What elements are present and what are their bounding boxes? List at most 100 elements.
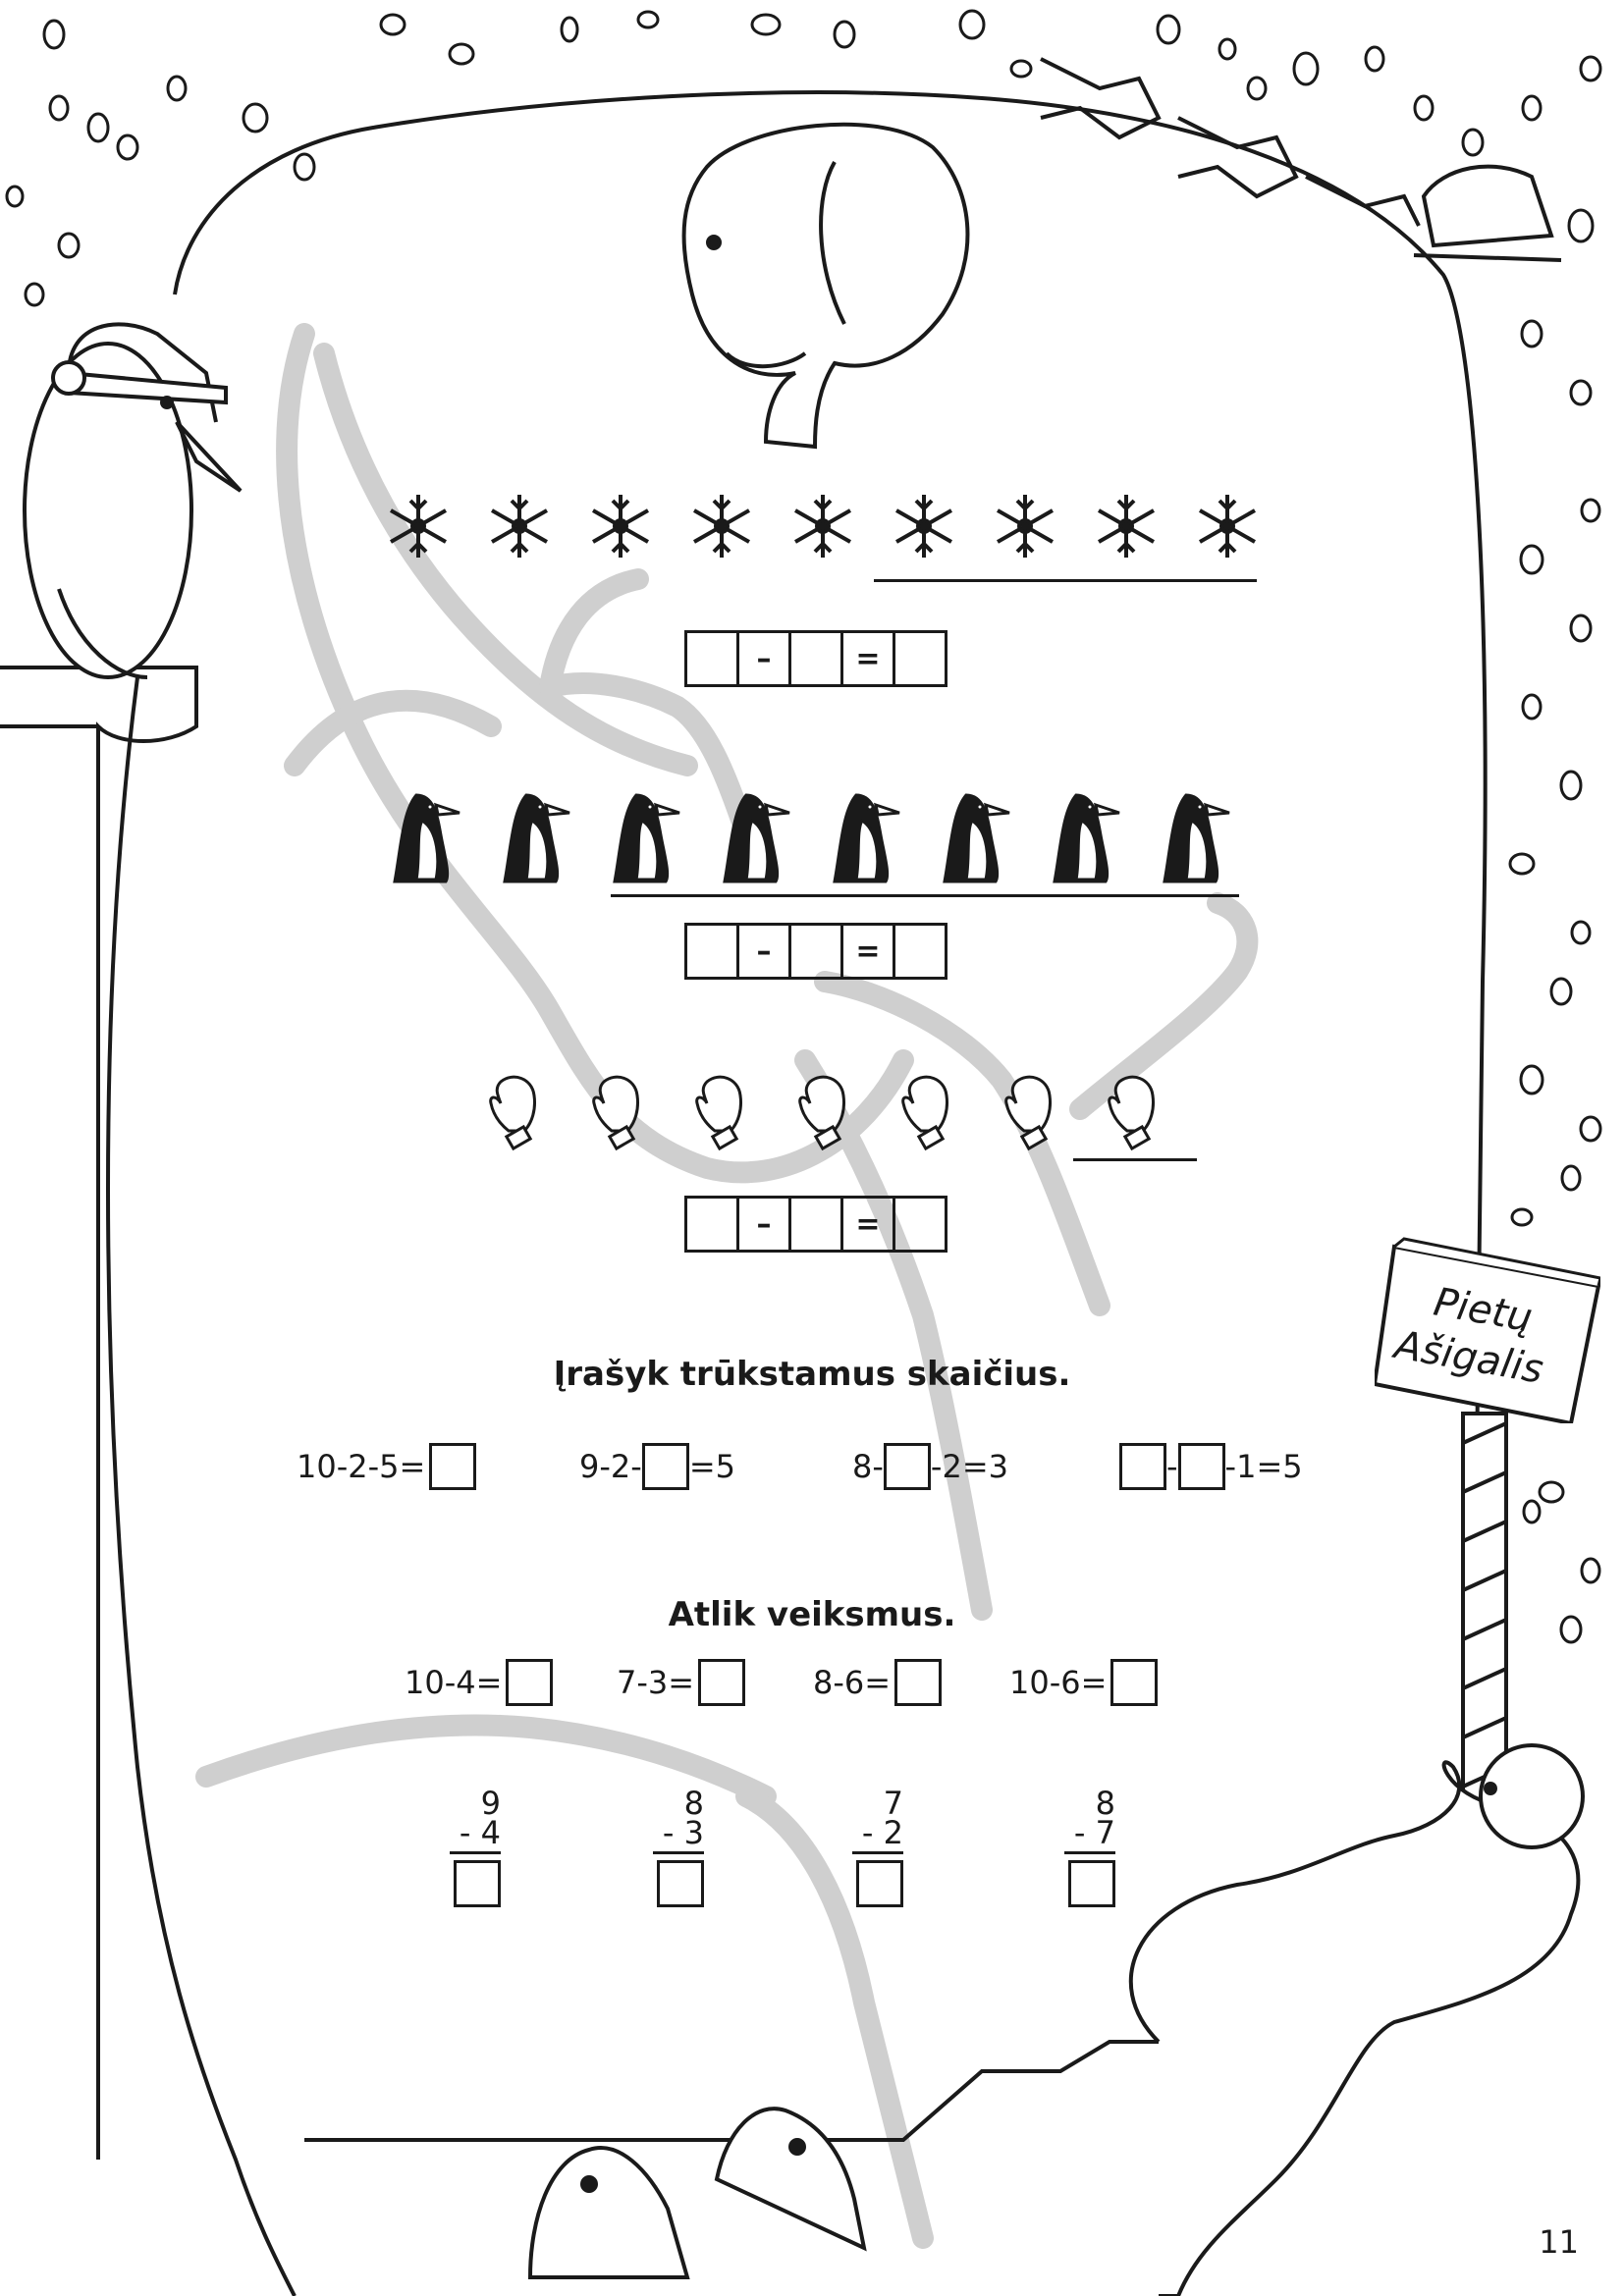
penguin-icon	[613, 793, 680, 883]
grouping-line-penguins	[611, 894, 1239, 897]
penguin-icon	[393, 793, 460, 883]
grouping-line-snowflakes	[874, 579, 1257, 582]
expression-text: 8-	[852, 1448, 884, 1485]
snowflake-row	[381, 489, 1265, 563]
penguin-icon	[1053, 793, 1120, 883]
minuend: 8	[683, 1785, 704, 1822]
sign-pole	[1461, 1412, 1508, 1808]
missing-expression-2: 9-2- =5	[579, 1443, 735, 1490]
answer-box[interactable]	[698, 1659, 746, 1706]
mitten-icon	[798, 1075, 845, 1150]
result-line	[1064, 1851, 1115, 1854]
answer-box[interactable]	[883, 1443, 931, 1490]
operations-title: Atlik veiksmus.	[668, 1595, 956, 1634]
blank-box[interactable]	[791, 633, 843, 684]
elephant-head	[681, 122, 970, 450]
snowflake-icon	[592, 495, 649, 558]
penguin-icon	[503, 793, 570, 883]
equals-sign: =	[843, 926, 895, 977]
answer-box[interactable]	[506, 1659, 554, 1706]
subtrahend: - 2	[861, 1814, 903, 1851]
blank-box[interactable]	[895, 633, 945, 684]
expression-text: -	[1166, 1448, 1178, 1485]
column-subtraction-4: 8 - 7	[1056, 1788, 1115, 1911]
column-subtraction-2: 8 - 3	[645, 1785, 704, 1911]
answer-box[interactable]	[1110, 1659, 1159, 1706]
result-line	[852, 1851, 903, 1854]
sign-board	[1375, 1237, 1600, 1423]
penguin-icon	[943, 793, 1010, 883]
operation-expression-2: 7-3=	[617, 1659, 746, 1706]
page-number: 11	[1539, 2223, 1579, 2261]
mitten-icon	[695, 1075, 742, 1150]
expression-text: 9-2-	[579, 1448, 642, 1485]
minus-sign: –	[739, 1199, 791, 1250]
equals-sign: =	[843, 1199, 895, 1250]
missing-expression-4: - -1=5	[1119, 1443, 1303, 1490]
seal-with-necklace	[1128, 1743, 1585, 2296]
answer-box[interactable]	[856, 1860, 903, 1907]
expression-text: 10-4=	[405, 1664, 503, 1701]
equals-sign: =	[843, 633, 895, 684]
penguin-with-hat	[0, 322, 243, 2160]
penguin-icon	[1163, 793, 1230, 883]
expression-text: 10-2-5=	[297, 1448, 426, 1485]
result-line	[653, 1851, 704, 1854]
subtrahend: - 7	[1073, 1814, 1115, 1851]
answer-box[interactable]	[641, 1443, 689, 1490]
snowflake-icon	[390, 495, 447, 558]
mitten-icon	[1004, 1075, 1052, 1150]
column-subtraction-3: 7 - 2	[844, 1788, 903, 1911]
minus-sign: –	[739, 633, 791, 684]
blank-box[interactable]	[895, 1199, 945, 1250]
equation-boxes-2: – =	[684, 923, 947, 980]
operation-expression-3: 8-6=	[813, 1659, 943, 1706]
operation-expression-4: 10-6=	[1009, 1659, 1159, 1706]
expression-text: -1=5	[1224, 1448, 1303, 1485]
santa-sleigh	[1040, 57, 1562, 262]
blank-box[interactable]	[687, 926, 739, 977]
blank-box[interactable]	[791, 926, 843, 977]
result-line	[450, 1851, 501, 1854]
equation-boxes-3: – =	[684, 1196, 947, 1253]
expression-text: -2=3	[930, 1448, 1008, 1485]
answer-box[interactable]	[1119, 1443, 1166, 1490]
snowflake-icon	[1199, 495, 1256, 558]
south-pole-sign: Pietų Ašigalis	[1375, 1237, 1600, 1423]
mitten-icon	[489, 1075, 536, 1150]
blank-box[interactable]	[895, 926, 945, 977]
answer-box[interactable]	[1177, 1443, 1225, 1490]
mitten-icon	[592, 1075, 639, 1150]
answer-box[interactable]	[454, 1860, 501, 1907]
minus-sign: –	[739, 926, 791, 977]
minuend: 9	[480, 1785, 501, 1822]
snowflake-icon	[794, 495, 851, 558]
penguin-icon	[833, 793, 900, 883]
answer-box[interactable]	[894, 1659, 943, 1706]
equation-boxes-1: – =	[684, 630, 947, 687]
snowflake-icon	[997, 495, 1054, 558]
snowflakes-decoration	[5, 9, 1602, 1644]
swimming-penguins	[527, 2107, 867, 2279]
missing-expression-3: 8- -2=3	[852, 1443, 1008, 1490]
blank-box[interactable]	[687, 1199, 739, 1250]
watermark-reindeer	[195, 323, 1259, 2249]
mitten-row	[487, 1074, 1164, 1150]
mitten-icon	[901, 1075, 948, 1150]
expression-text: =5	[688, 1448, 735, 1485]
missing-numbers-title: Įrašyk trūkstamus skaičius.	[553, 1355, 1071, 1394]
answer-box[interactable]	[1068, 1860, 1115, 1907]
column-subtraction-1: 9 - 4	[442, 1785, 501, 1911]
expression-text: 8-6=	[813, 1664, 892, 1701]
snowflake-icon	[1098, 495, 1155, 558]
blank-box[interactable]	[687, 633, 739, 684]
answer-box[interactable]	[657, 1860, 704, 1907]
expression-text: 7-3=	[617, 1664, 695, 1701]
subtrahend: - 4	[459, 1814, 501, 1851]
answer-box[interactable]	[429, 1443, 477, 1490]
expression-text: 10-6=	[1009, 1664, 1108, 1701]
penguin-icon	[723, 793, 790, 883]
blank-box[interactable]	[791, 1199, 843, 1250]
missing-expression-1: 10-2-5=	[297, 1443, 477, 1490]
